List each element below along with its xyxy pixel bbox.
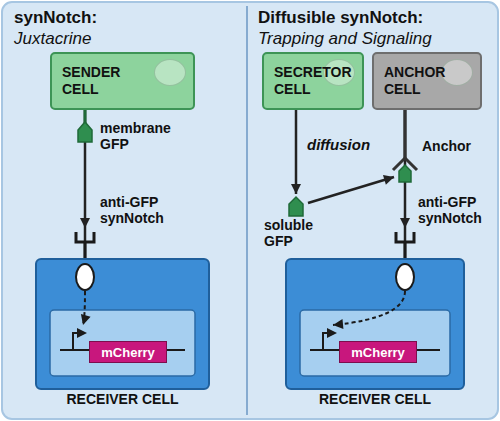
ligand-label: soluble GFP <box>264 217 326 249</box>
gfp-pentagon <box>78 122 92 142</box>
arrow-line <box>404 110 407 160</box>
cell-name: RECEIVER CELL <box>17 391 228 407</box>
receptor-body <box>76 264 94 290</box>
gene-name: mCherry <box>101 345 154 360</box>
receiver-cell: RECEIVER CELLmCherry <box>285 258 465 390</box>
receptor-cup <box>76 232 94 242</box>
cell-box: SENDER CELL <box>50 52 195 110</box>
nucleus <box>50 310 195 376</box>
nucleus <box>300 310 450 376</box>
anchor-label: Anchor <box>422 138 471 154</box>
receptor-label: anti-GFP synNotch <box>100 194 176 226</box>
cell-box: SECRETOR CELL <box>262 52 364 110</box>
arrow-line <box>308 177 394 203</box>
arrow-line <box>295 110 298 194</box>
receiver-cell: RECEIVER CELLmCherry <box>35 258 210 390</box>
arrowhead <box>291 184 301 194</box>
anchor-stem <box>404 110 407 158</box>
promoter-arrowhead <box>327 328 337 338</box>
signal-arrow <box>333 291 405 325</box>
panel-subheading: Juxtacrine <box>14 29 91 48</box>
cell-name: ANCHOR CELL <box>384 64 445 98</box>
signal-arrowhead <box>333 319 343 329</box>
panel-heading: synNotch: <box>14 8 97 27</box>
nucleus-blob <box>154 59 186 86</box>
gene-name: mCherry <box>351 345 404 360</box>
arrowhead <box>400 218 410 228</box>
reporter-gene: mCherry <box>89 341 167 363</box>
cell-interior <box>35 258 210 390</box>
cell-name: RECEIVER CELL <box>267 391 483 407</box>
cell-name: SENDER CELL <box>62 64 120 98</box>
arrowhead <box>80 218 90 228</box>
panel-heading: Diffusible synNotch: <box>258 8 423 27</box>
arrow-line <box>404 110 407 258</box>
gfp-pentagon <box>399 165 411 182</box>
cell-name: SECRETOR CELL <box>274 64 352 98</box>
signal-arrowhead <box>81 314 91 325</box>
gfp-pentagon <box>289 197 303 216</box>
receptor-cup <box>396 232 414 242</box>
receptor-body <box>396 264 414 290</box>
flow-arrow <box>291 110 405 203</box>
anchor-cell: ANCHOR CELL <box>372 52 482 110</box>
panel-subheading: Trapping and Signaling <box>258 29 432 48</box>
reporter-gene: mCherry <box>339 341 417 363</box>
edge-label: diffusion <box>305 136 372 153</box>
receptor-stem <box>404 242 407 258</box>
cell-interior <box>285 258 465 390</box>
receptor-label: anti-GFP synNotch <box>418 194 494 226</box>
ligand-label: membrane GFP <box>100 120 180 152</box>
promoter-arrowhead <box>77 328 87 338</box>
arrowhead <box>383 175 394 185</box>
panel-divider <box>246 6 248 415</box>
nucleus-blob <box>441 59 473 86</box>
flow-arrow <box>400 110 410 258</box>
receptor-stem <box>84 242 87 258</box>
